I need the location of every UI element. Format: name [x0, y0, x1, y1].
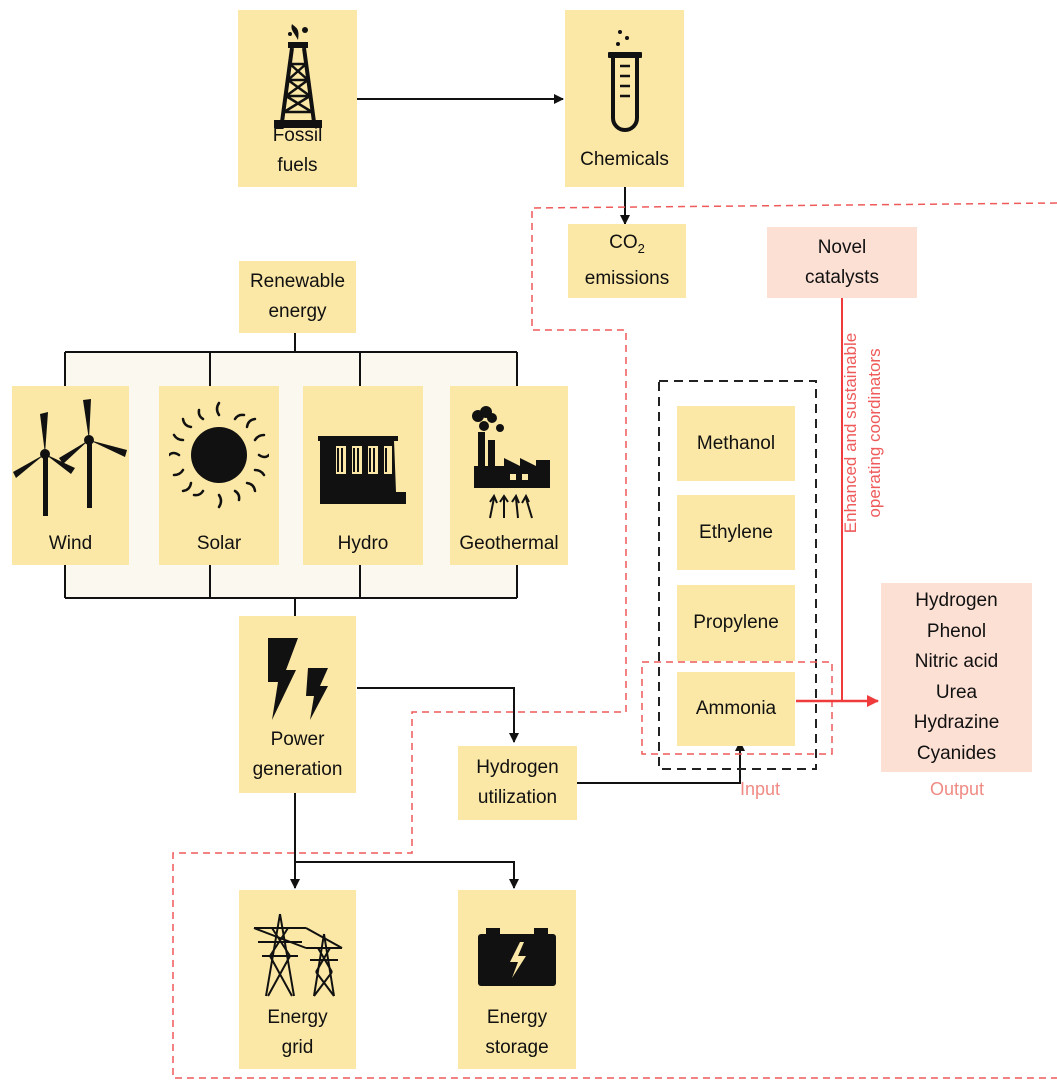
emissions-label: emissions [584, 267, 670, 289]
output-item: Phenol [926, 620, 987, 642]
renewable-energy-box: Renewable energy [239, 261, 356, 333]
hydro-dam-icon [303, 430, 423, 508]
co2-subscript: 2 [637, 240, 645, 256]
arrow-hydrogen-to-ammonia [577, 741, 745, 784]
power-label-line1: Power [270, 729, 325, 750]
renewable-line2: energy [268, 301, 327, 322]
arrow-power-to-hydrogen [357, 687, 519, 743]
input-caption: Input [740, 779, 781, 799]
renewable-panel [65, 352, 517, 598]
power-generation-box: Power generation [239, 616, 356, 793]
energy-grid-line2: grid [281, 1037, 314, 1058]
energy-storage-box: Energy storage [458, 890, 576, 1069]
factory-icon [450, 404, 568, 520]
chemicals-box: Chemicals [565, 10, 684, 187]
input-ammonia-label: Ammonia [695, 698, 777, 719]
energy-storage-line2: storage [485, 1037, 549, 1058]
geothermal-label: Geothermal [459, 533, 559, 554]
solar-label: Solar [196, 533, 242, 554]
output-item: Urea [935, 681, 978, 703]
output-caption: Output [930, 779, 985, 799]
fossil-fuels-box: Fossil fuels [238, 10, 357, 187]
input-methanol-box: Methanol [677, 406, 795, 481]
arrow-power-to-storage [295, 861, 519, 889]
input-propylene-box: Propylene [677, 585, 795, 661]
renewable-line1: Renewable [249, 271, 346, 292]
battery-icon [458, 928, 576, 988]
fossil-fuels-label-line2: fuels [277, 155, 318, 176]
hydrogen-util-line1: Hydrogen [476, 757, 559, 778]
hydro-box: Hydro [303, 386, 423, 565]
novel-catalysts-box: Novel catalysts [767, 227, 917, 298]
output-item: Hydrazine [913, 712, 1000, 733]
co2-emissions-box: CO2 emissions [568, 224, 686, 298]
input-methanol-label: Methanol [696, 432, 776, 454]
geothermal-box: Geothermal [450, 386, 568, 565]
note-line2: operating coordinators [865, 348, 884, 518]
operating-coordinators-note: Enhanced and sustainable operating coord… [839, 308, 887, 558]
wind-turbine-icon [12, 394, 129, 518]
output-box: Hydrogen Phenol Nitric acid Urea Hydrazi… [881, 583, 1032, 772]
wind-box: Wind [12, 386, 129, 565]
input-ammonia-box: Ammonia [677, 672, 795, 746]
input-ethylene-label: Ethylene [699, 521, 773, 543]
chemicals-label: Chemicals [580, 149, 669, 170]
hydro-label: Hydro [337, 533, 389, 554]
energy-grid-line1: Energy [267, 1007, 328, 1028]
fossil-fuels-label-line1: Fossil [272, 125, 323, 146]
novel-catalysts-line1: Novel [817, 236, 867, 258]
output-item: Hydrogen [915, 590, 998, 611]
solar-box: Solar [159, 386, 279, 565]
wind-label: Wind [48, 533, 93, 554]
input-ethylene-box: Ethylene [677, 495, 795, 570]
oil-derrick-icon [238, 20, 357, 130]
lightning-icon [239, 634, 356, 724]
output-item: Cyanides [916, 742, 997, 764]
hydrogen-util-line2: utilization [477, 787, 558, 808]
novel-catalysts-line2: catalysts [805, 266, 879, 288]
co2-base: CO [609, 232, 638, 254]
power-label-line2: generation [252, 759, 343, 780]
sustainable-region-frame [172, 202, 1057, 1079]
energy-storage-line1: Energy [486, 1007, 548, 1028]
ammonia-highlight-frame [641, 661, 833, 755]
energy-grid-box: Energy grid [239, 890, 356, 1069]
note-line1: Enhanced and sustainable [841, 332, 860, 534]
power-tower-icon [239, 910, 356, 1000]
co2-label: CO2 [609, 228, 645, 264]
output-item: Nitric acid [914, 651, 999, 672]
test-tube-icon [565, 26, 684, 138]
sun-icon [159, 400, 279, 510]
input-group-frame [658, 380, 817, 770]
hydrogen-utilization-box: Hydrogen utilization [458, 746, 577, 820]
input-propylene-label: Propylene [693, 612, 779, 633]
